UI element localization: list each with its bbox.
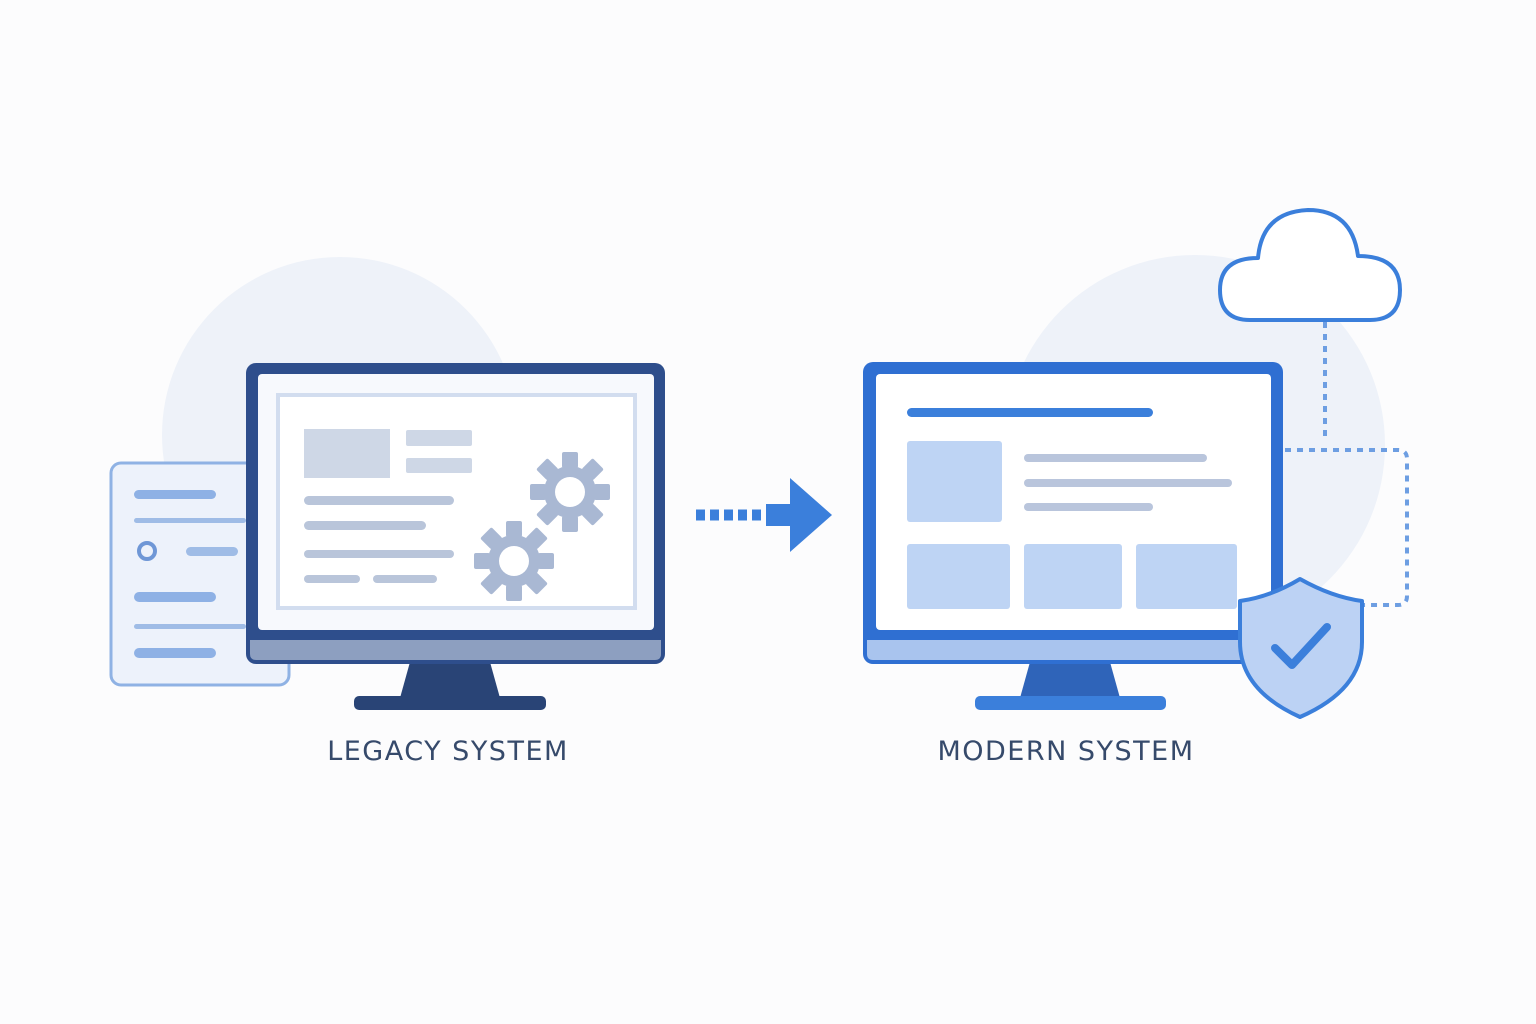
modern-monitor-chin <box>867 640 1279 660</box>
legacy-text-line <box>304 550 454 558</box>
gear-icon <box>530 452 610 532</box>
gear-icon <box>474 521 554 601</box>
shield-check-icon <box>1238 577 1364 719</box>
cloud-icon <box>1218 208 1402 322</box>
legacy-text-line <box>304 575 360 583</box>
modern-card <box>907 544 1010 609</box>
modern-monitor-stand <box>1020 662 1120 698</box>
legacy-monitor-stand <box>400 662 500 698</box>
legacy-document-icon <box>109 461 291 687</box>
legacy-monitor-icon <box>246 363 665 710</box>
legacy-monitor-base <box>354 696 546 710</box>
modern-text-line <box>1024 454 1207 462</box>
modern-card <box>1136 544 1237 609</box>
arrow-right-icon <box>696 478 832 552</box>
legacy-text-line <box>304 521 426 530</box>
legacy-text-line <box>304 496 454 505</box>
modern-title-bar <box>907 408 1153 417</box>
modern-card <box>1024 544 1122 609</box>
modern-text-line <box>1024 503 1153 511</box>
modern-text-line <box>1024 479 1232 487</box>
legacy-block <box>304 429 390 478</box>
legacy-text-line <box>373 575 437 583</box>
modern-monitor-icon <box>863 362 1283 710</box>
cloud-connector <box>1285 322 1409 607</box>
legacy-monitor-chin <box>250 640 661 660</box>
modern-monitor-base <box>975 696 1166 710</box>
legacy-system-label: LEGACY SYSTEM <box>327 736 569 767</box>
modern-block <box>907 441 1002 522</box>
modern-system-label: MODERN SYSTEM <box>937 736 1195 767</box>
legacy-header-bar <box>406 458 472 473</box>
legacy-header-bar <box>406 430 472 446</box>
